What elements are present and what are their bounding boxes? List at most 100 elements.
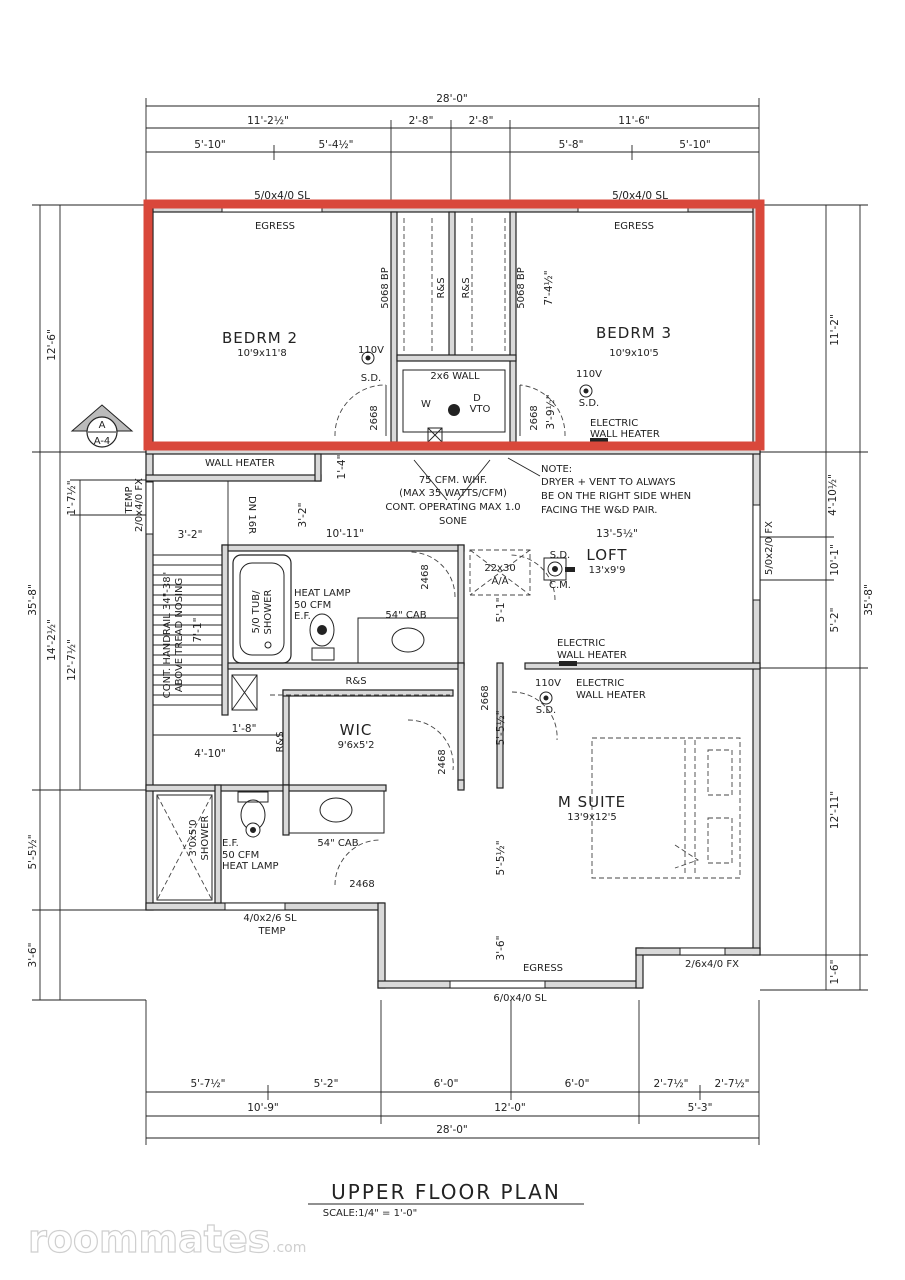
dim-top-d: 11'-6" (618, 115, 650, 127)
label-ef-1: E.F. (294, 611, 311, 622)
dim-bottom-d: 6'-0" (565, 1078, 590, 1090)
label-bp-left: 5068 BP (380, 267, 391, 309)
highlight-box (143, 199, 765, 451)
window-bottom-right: 2/6x4/0 FX (685, 959, 739, 970)
window-top-right: 5/0x4/0 SL (612, 190, 668, 202)
loft-devices (361, 351, 608, 705)
window-right: 5/0x2/0 FX (764, 521, 775, 575)
door-swings (334, 384, 566, 886)
watermark-suffix: .com (272, 1240, 306, 1256)
label-shower-1: 3'0x5'0 (188, 820, 199, 857)
label-dn-16r: DN 16R (246, 496, 257, 534)
label-sd-1: S.D. (361, 373, 381, 384)
dim-stair-32-a: 3'-2" (297, 503, 309, 528)
label-tub-1: 5/0 TUB/ (251, 590, 262, 634)
dim-18: 1'-8" (232, 723, 257, 735)
window-top-left: 5/0x4/0 SL (254, 190, 310, 202)
dim-410: 4'-10" (194, 748, 226, 760)
label-sd-loft: S.D. (550, 550, 570, 561)
label-sd-2: S.D. (579, 398, 599, 409)
label-handrail-1: CONT. HANDRAIL 34"-38" (162, 572, 173, 699)
label-note-title: NOTE: (541, 464, 572, 475)
window-bottom-suite: 6/0x4/0 SL (493, 993, 547, 1004)
dim-bottom-e: 2'-7½" (653, 1078, 688, 1090)
plan-scale: SCALE:1/4" = 1'-0" (323, 1208, 418, 1219)
dim-right-b: 4'-10½" (827, 474, 839, 516)
label-electric-1: ELECTRIC (590, 418, 638, 429)
room-bedrm2-name: BEDRM 2 (222, 329, 298, 347)
dim-bottom-b: 5'-2" (314, 1078, 339, 1090)
bottom-dimensions: 5'-7½" 5'-2" 6'-0" 6'-0" 2'-7½" 2'-7½" 1… (145, 1000, 760, 1145)
right-dimensions: 11'-2" 4'-10½" 10'-1" 35'-8" 5'-2" 12'-1… (760, 204, 875, 991)
dim-right-g: 1'-6" (829, 960, 841, 985)
label-attic-access: A/A (491, 576, 508, 587)
label-wall-heater-3: WALL HEATER (576, 690, 646, 701)
label-fan-3: CONT. OPERATING MAX 1.0 (385, 502, 520, 513)
label-ef-2: E.F. (222, 838, 239, 849)
dim-bottom-h: 12'-0" (494, 1102, 526, 1114)
room-loft-size: 13'x9'9 (589, 565, 626, 576)
window-bottom-bath: 4/0x2/6 SL (243, 913, 297, 924)
window-bottom-temp: TEMP (257, 926, 285, 937)
label-electric-2: ELECTRIC (557, 638, 605, 649)
room-msuite-size: 13'9x12'5 (567, 812, 617, 823)
label-wall-heater-1: WALL HEATER (590, 429, 660, 440)
room-wic-size: 9'6x5'2 (338, 740, 375, 751)
label-note-line3: FACING THE W&D PAIR. (541, 505, 657, 516)
left-dimensions: 12'-6" 35'-8" 1'-7½" 14'-2½" 12'-7½" 5'-… (27, 204, 146, 1001)
label-2x6-wall: 2x6 WALL (430, 371, 480, 382)
label-egress-bedrm2: EGRESS (255, 221, 295, 232)
dim-bottom-i: 5'-3" (688, 1102, 713, 1114)
dim-hall-1011: 10'-11" (326, 528, 364, 540)
watermark: roommates .com (27, 1216, 306, 1261)
label-washer: W (421, 399, 431, 410)
dim-top-b: 2'-8" (409, 115, 434, 127)
dim-517: 5'-1" (495, 598, 507, 623)
label-egress-bedrm3: EGRESS (614, 221, 654, 232)
dim-bottom-f: 2'-7½" (714, 1078, 749, 1090)
label-electric-3: ELECTRIC (576, 678, 624, 689)
dim-top-a: 11'-2½" (247, 115, 289, 127)
label-bp-right: 5068 BP (516, 267, 527, 309)
label-dryer: D (473, 393, 481, 404)
label-wall-heater-2: WALL HEATER (557, 650, 627, 661)
label-door-2668-a: 2668 (369, 405, 380, 430)
label-110v-2: 110V (576, 369, 602, 380)
label-egress-suite: EGRESS (523, 963, 563, 974)
label-door-2468-a: 2468 (420, 564, 431, 589)
label-fan-4: SONE (439, 516, 467, 527)
dim-left-b: 35'-8" (27, 584, 39, 616)
label-wall-heater-hall: WALL HEATER (205, 458, 275, 469)
label-attic-size: 22x30 (484, 563, 515, 574)
label-rs-3: R&S (345, 676, 366, 687)
dim-36: 3'-6" (495, 936, 507, 961)
dim-right-c: 10'-1" (829, 544, 841, 576)
dim-left-e: 12'-7½" (66, 639, 78, 681)
laundry-area: 2x6 WALL W D VTO (402, 369, 506, 443)
label-door-2468-b: 2468 (437, 749, 448, 774)
room-bedrm3-name: BEDRM 3 (596, 324, 672, 342)
label-note-line2: BE ON THE RIGHT SIDE WHEN (541, 491, 691, 502)
plan-title: UPPER FLOOR PLAN (331, 1180, 561, 1204)
room-bedrm3-size: 10'9x10'5 (609, 348, 659, 359)
suite-furniture (591, 737, 741, 879)
dim-top-overall: 28'-0" (436, 93, 468, 105)
dim-bottom-c: 6'-0" (434, 1078, 459, 1090)
bath-fixtures (156, 554, 459, 901)
dim-right-a: 11'-2" (829, 314, 841, 346)
annotations: EGRESS EGRESS EGRESS 5068 BP 5068 BP R&S… (162, 221, 739, 1004)
section-a: A (99, 420, 106, 431)
dim-top-f: 5'-4½" (318, 139, 353, 151)
label-shower-2: SHOWER (200, 816, 211, 861)
room-wic-name: WIC (340, 721, 373, 739)
room-msuite-name: M SUITE (558, 793, 626, 811)
label-110v-3: 110V (535, 678, 561, 689)
label-50cfm-1: 50 CFM (294, 600, 331, 611)
room-bedrm2-size: 10'9x11'8 (237, 348, 287, 359)
label-cm-loft: C.M. (549, 580, 571, 591)
dim-right-e: 5'-2" (829, 608, 841, 633)
dim-left-d: 14'-2½" (46, 619, 58, 661)
dim-bottom-g: 10'-9" (247, 1102, 279, 1114)
label-rs-1: R&S (436, 277, 447, 298)
room-labels: BEDRM 2 10'9x11'8 BEDRM 3 10'9x10'5 LOFT… (222, 324, 672, 823)
